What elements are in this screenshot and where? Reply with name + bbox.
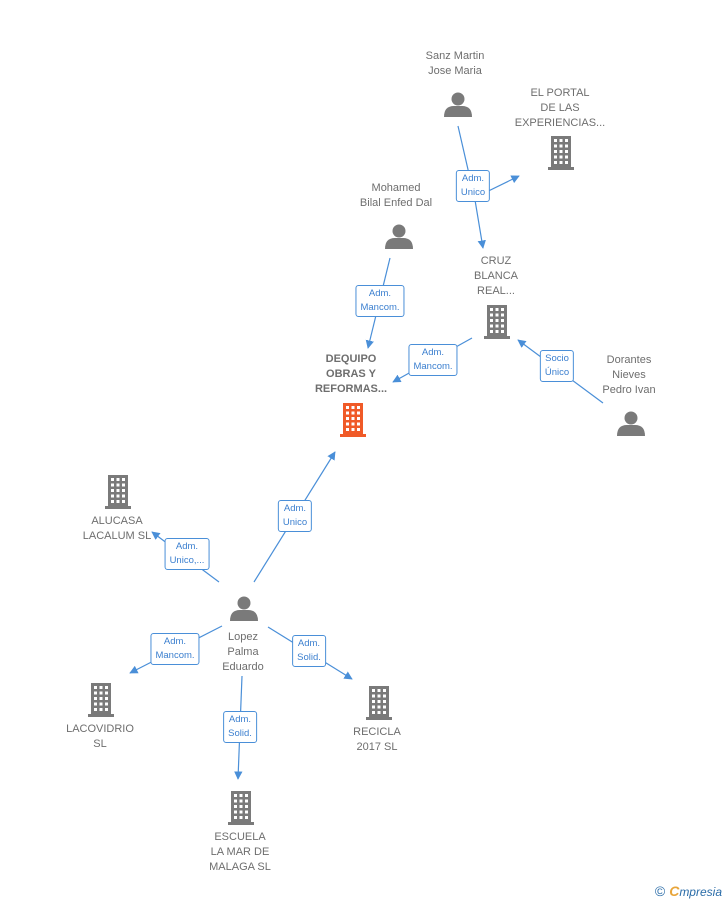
building-icon-escuela[interactable]	[228, 791, 254, 825]
node-label-alucasa[interactable]: ALUCASA LACALUM SL	[82, 515, 152, 542]
person-icon-dorantes[interactable]	[617, 411, 645, 437]
copyright-icon: ©	[654, 883, 666, 899]
node-label-escuela[interactable]: ESCUELA LA MAR DE MALAGA SL	[209, 831, 271, 873]
building-icon-dequipo[interactable]	[340, 403, 366, 437]
node-label-lacovidrio[interactable]: LACOVIDRIO SL	[66, 723, 134, 750]
relation-label-dorantes-cruz[interactable]: Socio Único	[539, 350, 575, 382]
relation-label-mohamed-dequipo[interactable]: Adm. Mancom.	[355, 285, 405, 317]
person-icon-mohamed[interactable]	[385, 224, 413, 250]
relation-label-lopez-dequipo[interactable]: Adm. Unico	[277, 500, 313, 532]
node-label-recicla[interactable]: RECICLA 2017 SL	[353, 726, 401, 753]
person-icon-lopez[interactable]	[230, 596, 258, 622]
building-icon-recicla[interactable]	[366, 686, 392, 720]
relation-label-cruz-dequipo[interactable]: Adm. Mancom.	[408, 344, 458, 376]
node-label-lopez[interactable]: Lopez Palma Eduardo	[222, 631, 264, 673]
node-label-portal[interactable]: EL PORTAL DE LAS EXPERIENCIAS...	[514, 87, 606, 129]
brand-logo: Cmpresia	[669, 883, 722, 899]
node-label-sanz[interactable]: Sanz Martin Jose Maria	[425, 50, 485, 77]
person-icon-sanz[interactable]	[444, 92, 472, 118]
relation-label-lopez-recicla[interactable]: Adm. Solid.	[292, 635, 326, 667]
brand-footer: © Cmpresia	[655, 883, 722, 899]
relation-label-sanz-portal[interactable]: Adm. Unico	[455, 170, 491, 202]
building-icon-lacovidrio[interactable]	[88, 683, 114, 717]
relation-label-lopez-alucasa[interactable]: Adm. Unico,...	[164, 538, 210, 570]
building-icon-portal[interactable]	[548, 136, 574, 170]
node-label-mohamed[interactable]: Mohamed Bilal Enfed Dal	[359, 182, 433, 209]
building-icon-cruz[interactable]	[484, 305, 510, 339]
relation-label-lopez-escuela[interactable]: Adm. Solid.	[223, 711, 257, 743]
node-label-cruz[interactable]: CRUZ BLANCA REAL...	[473, 255, 519, 297]
relation-label-lopez-lacovidrio[interactable]: Adm. Mancom.	[150, 633, 200, 665]
node-label-dequipo[interactable]: DEQUIPO OBRAS Y REFORMAS...	[314, 353, 388, 395]
node-label-dorantes[interactable]: Dorantes Nieves Pedro Ivan	[602, 354, 656, 396]
building-icon-alucasa[interactable]	[105, 475, 131, 509]
